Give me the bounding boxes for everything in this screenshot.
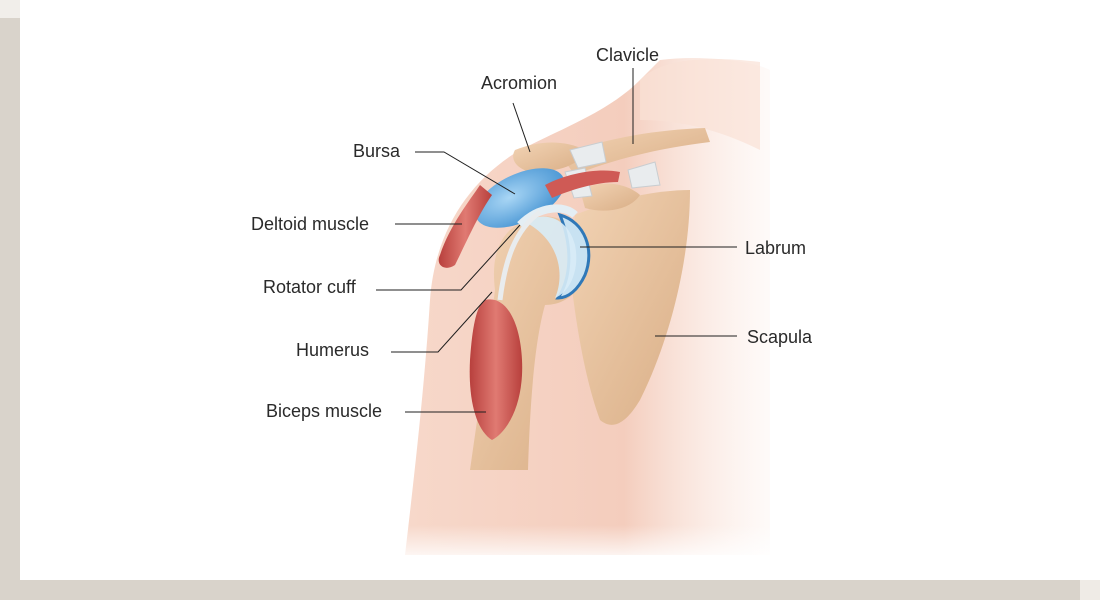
neck-shading xyxy=(640,59,760,150)
leader-bursa xyxy=(415,151,516,195)
label-deltoid-muscle: Deltoid muscle xyxy=(251,214,370,234)
rotator-cuff-tendon xyxy=(517,204,578,228)
frame-left-border xyxy=(0,18,20,600)
scapula-bone xyxy=(570,190,690,425)
deltoid-muscle xyxy=(438,185,492,268)
ligament-2 xyxy=(627,161,661,189)
acromion-bone xyxy=(513,142,585,172)
label-labrum: Labrum xyxy=(745,238,807,258)
label-rotator-cuff: Rotator cuff xyxy=(263,277,356,297)
label-humerus: Humerus xyxy=(296,340,370,360)
bottom-fade xyxy=(380,420,800,560)
supraspinatus-muscle xyxy=(545,170,620,198)
frame-bottom-border xyxy=(0,580,1080,600)
coracoid-bone xyxy=(580,183,640,211)
leader-lines xyxy=(376,68,737,413)
label-bursa: Bursa xyxy=(353,141,401,161)
biceps-tendon xyxy=(497,209,542,301)
frame-corner-top xyxy=(0,0,20,18)
label-biceps-muscle: Biceps muscle xyxy=(266,401,383,421)
label-clavicle: Clavicle xyxy=(596,45,660,65)
humeral-head-cartilage xyxy=(525,216,577,298)
leader-humerus xyxy=(391,291,493,353)
ligament-1 xyxy=(569,141,607,169)
biceps-muscle xyxy=(469,299,523,440)
leader-rotator-cuff xyxy=(376,224,521,291)
leader-acromion xyxy=(512,102,531,153)
label-acromion: Acromion xyxy=(481,73,558,93)
label-scapula: Scapula xyxy=(747,327,813,347)
frame-corner-bottom xyxy=(1080,580,1100,600)
